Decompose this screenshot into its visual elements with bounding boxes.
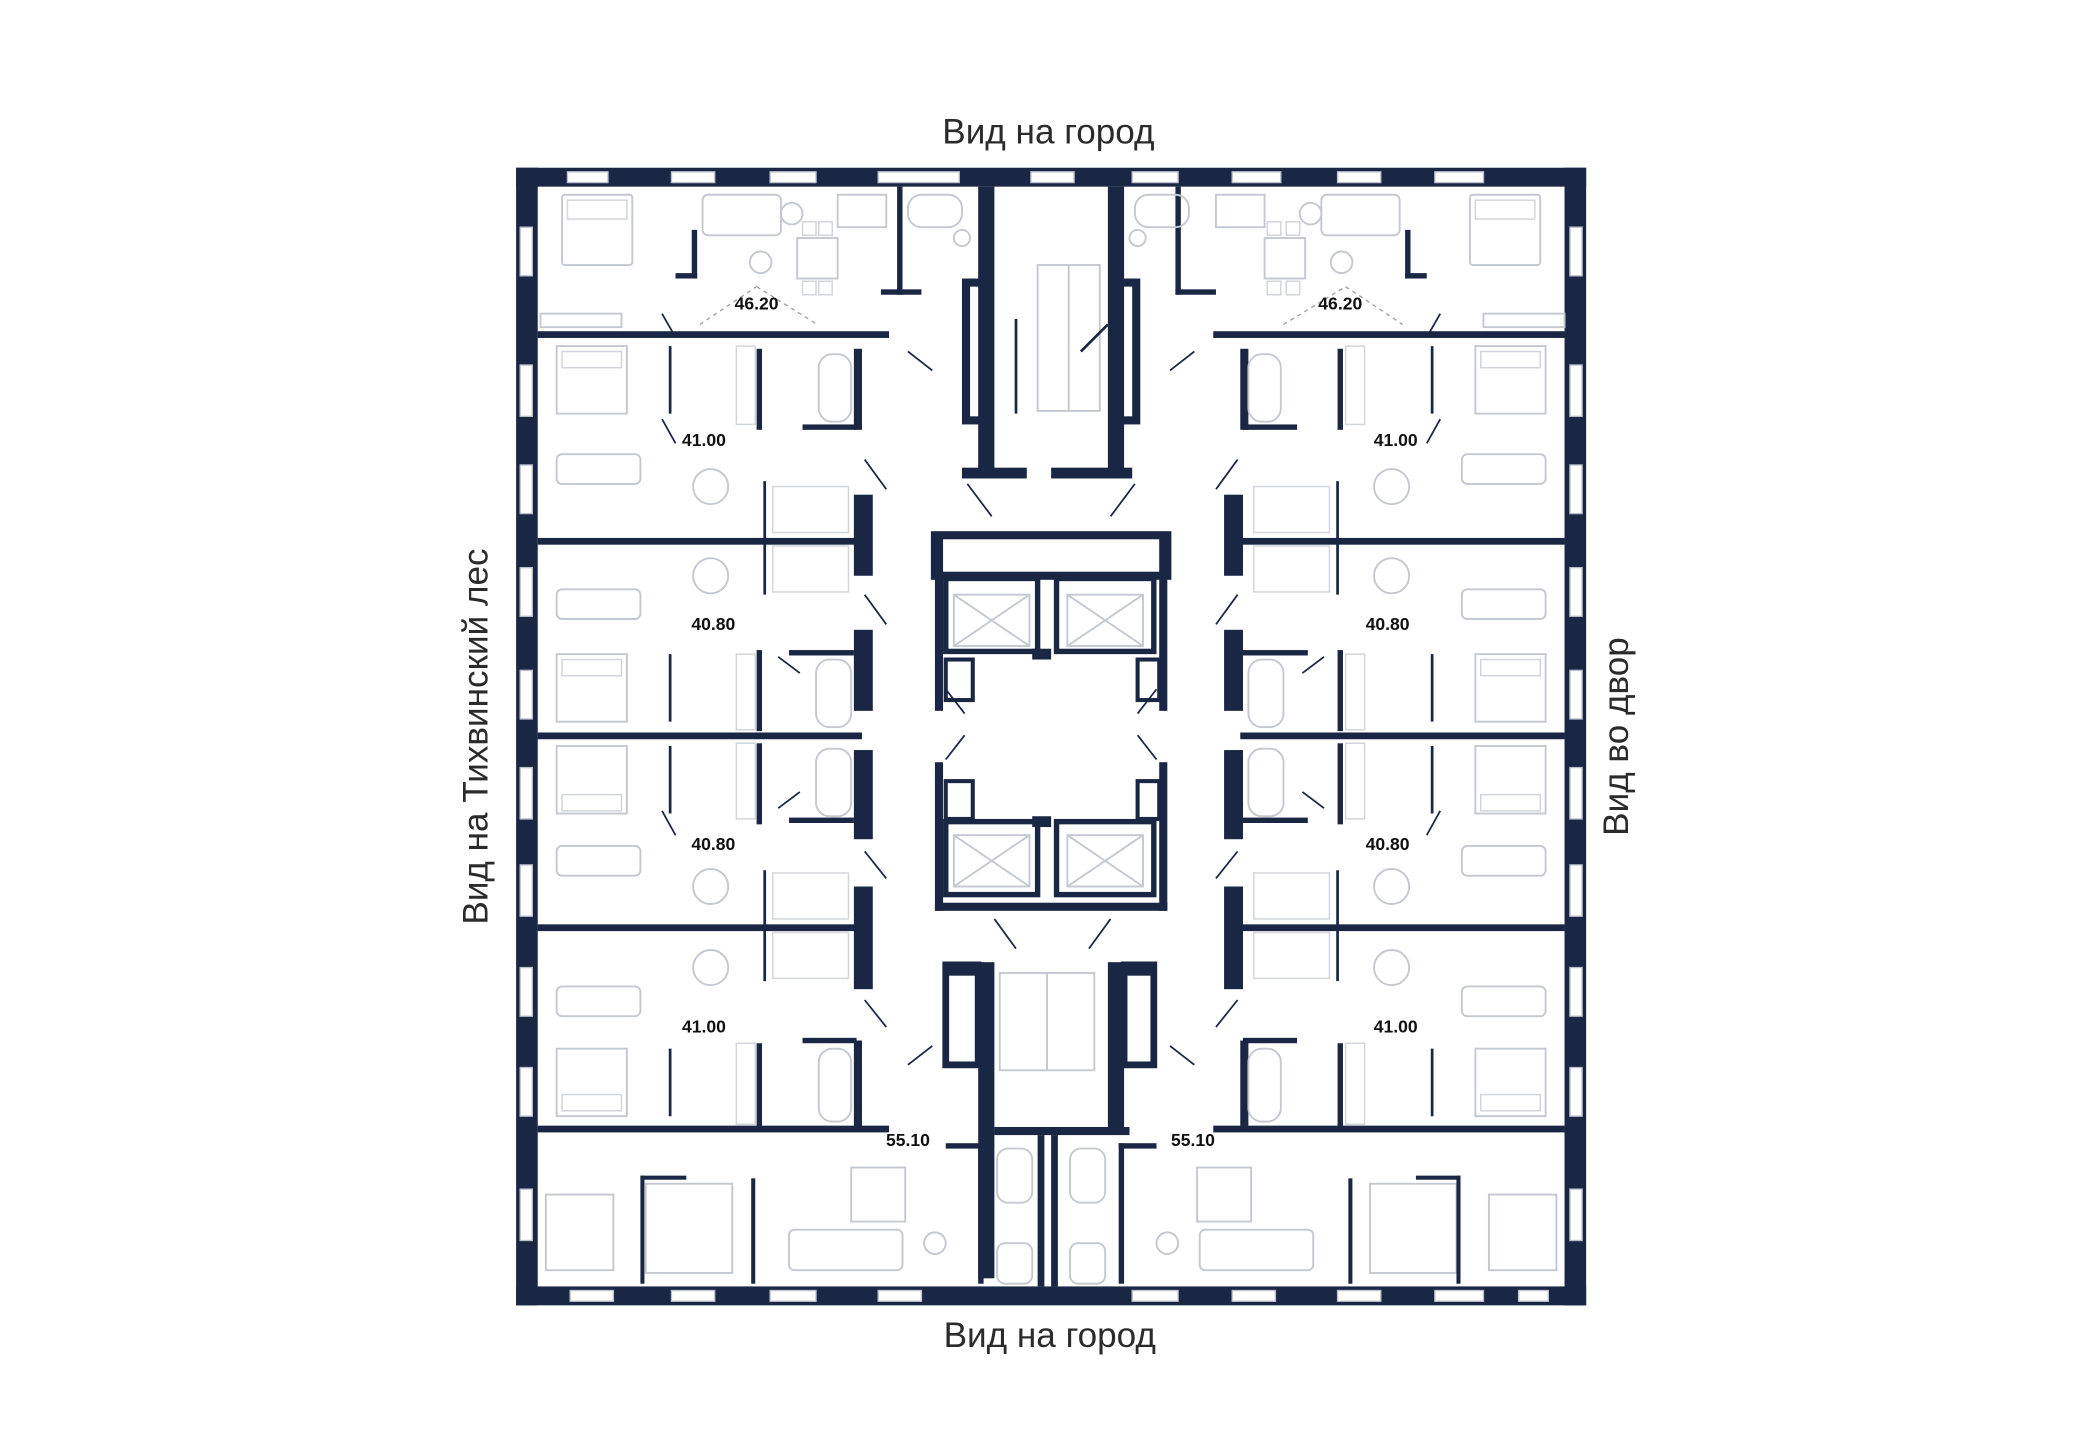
area-labels: 46.20 46.20 41.00 41.00 40.80 40.80 40.8…: [682, 294, 1418, 1150]
area-label: 40.80: [1366, 614, 1410, 634]
stair-core-bottom: [942, 961, 1158, 1287]
view-label-left: Вид на Тихвинский лес: [457, 548, 496, 924]
area-label: 46.20: [1318, 294, 1362, 314]
area-label: 40.80: [691, 834, 735, 854]
doors: [661, 313, 1442, 1117]
area-label: 40.80: [691, 614, 735, 634]
windows: [519, 171, 1583, 1302]
area-label: 41.00: [1374, 1016, 1418, 1036]
elevator-core: [930, 531, 1172, 911]
area-label: 40.80: [1366, 834, 1410, 854]
stair-core-top: [961, 186, 1141, 479]
view-label-bottom: Вид на город: [944, 1316, 1156, 1355]
view-label-top: Вид на город: [942, 112, 1154, 151]
area-label: 41.00: [682, 1016, 726, 1036]
area-label: 41.00: [682, 430, 726, 450]
area-label: 46.20: [735, 294, 779, 314]
area-label: 41.00: [1374, 430, 1418, 450]
view-label-right: Вид во двор: [1597, 637, 1636, 836]
partition-walls: [537, 186, 1565, 1133]
area-label: 55.10: [886, 1130, 930, 1150]
furniture: [539, 193, 1566, 1285]
area-label: 55.10: [1171, 1130, 1215, 1150]
